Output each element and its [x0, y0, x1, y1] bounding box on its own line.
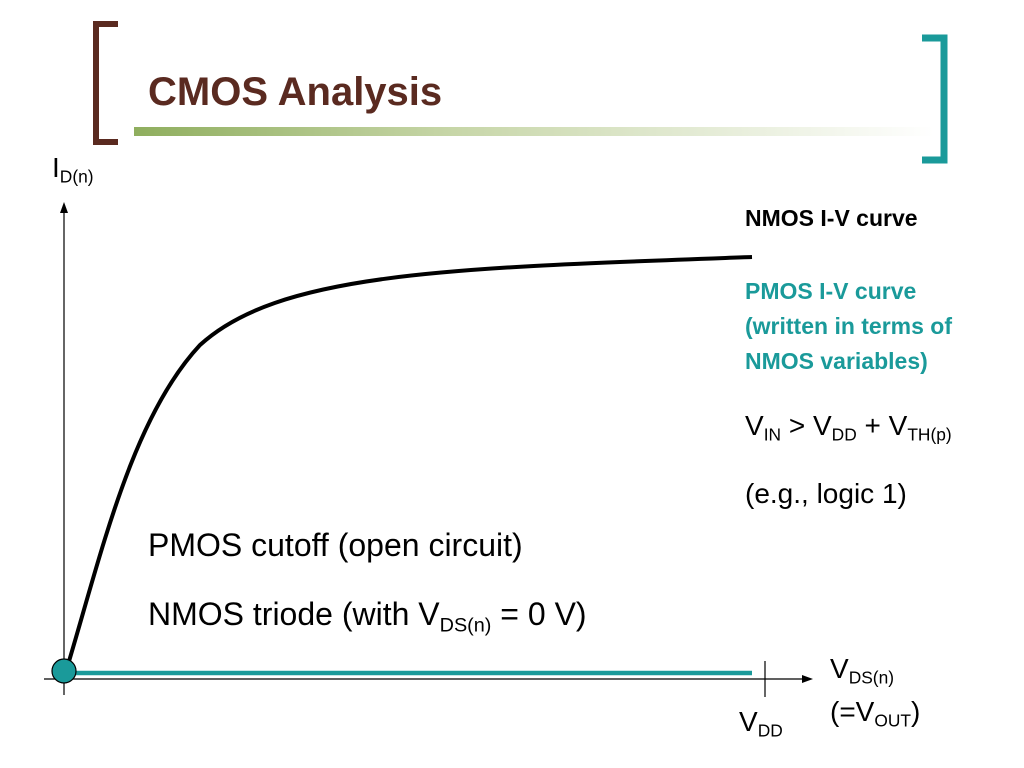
y-axis-label: ID(n): [52, 152, 94, 187]
x-axis-label: VDS(n) (=VOUT): [830, 653, 921, 731]
title-left-bracket: [93, 21, 118, 145]
y-axis-arrowhead: [60, 202, 68, 213]
nmos-region-label: NMOS triode (with VDS(n) = 0 V): [148, 596, 587, 637]
pmos-curve-legend: PMOS I-V curve (written in terms of NMOS…: [745, 278, 953, 374]
title-underline: [134, 127, 934, 136]
title-right-bracket: [922, 34, 948, 164]
pmos-region-label: PMOS cutoff (open circuit): [148, 527, 523, 563]
input-condition: VIN > VDD + VTH(p): [745, 410, 952, 445]
vdd-tick-label: VDD: [739, 706, 783, 741]
operating-point: [51, 658, 77, 684]
nmos-iv-curve: [62, 255, 753, 679]
input-example: (e.g., logic 1): [745, 478, 907, 509]
x-axis-arrowhead: [802, 675, 813, 683]
nmos-curve-legend: NMOS I-V curve: [745, 205, 918, 231]
page-title: CMOS Analysis: [148, 70, 443, 114]
